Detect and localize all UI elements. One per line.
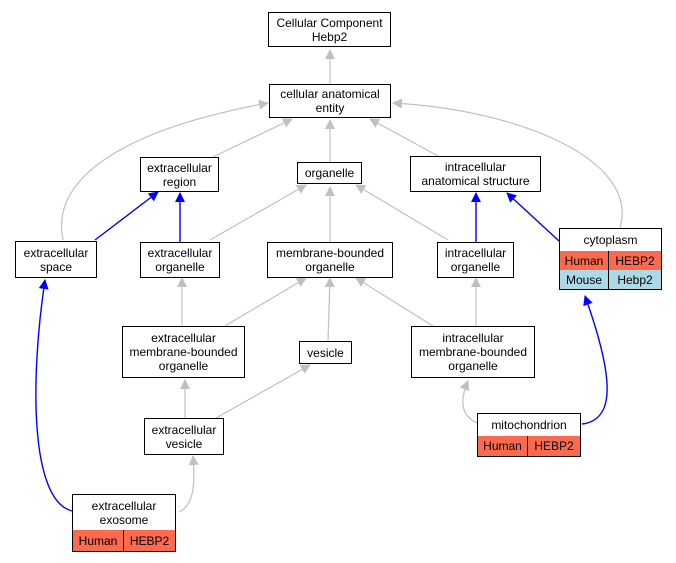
node-extracellular-membrane-bounded-organelle[interactable]: extracellular membrane-bounded organelle <box>122 326 245 378</box>
node-extracellular-vesicle[interactable]: extracellular vesicle <box>144 418 224 455</box>
edge-exspace-cae <box>61 99 269 241</box>
edge-ias-cae <box>369 118 441 158</box>
node-label: cytoplasm <box>583 233 638 247</box>
gene-cell: HEBP2 <box>528 436 581 457</box>
node-label: vesicle <box>307 345 344 360</box>
node-label: cellular anatomical entity <box>280 87 380 115</box>
edge-exmbo-mbo <box>224 277 307 327</box>
node-extracellular-exosome[interactable]: extracellular exosome <box>72 494 176 531</box>
species-cell: Human <box>477 436 528 457</box>
node-label: intracellular anatomical structure <box>421 160 530 188</box>
node-extracellular-organelle[interactable]: extracellular organelle <box>140 242 220 278</box>
gene-cell: HEBP2 <box>124 530 176 552</box>
node-intracellular-membrane-bounded-organelle[interactable]: intracellular membrane-bounded organelle <box>411 326 535 378</box>
edge-exreg-cae <box>212 118 293 158</box>
species-cell: Mouse <box>559 270 609 290</box>
species-cell: Human <box>559 251 609 271</box>
node-mitochondrion[interactable]: mitochondrion <box>477 413 581 437</box>
node-label: membrane-bounded organelle <box>275 246 385 274</box>
node-extracellular-region[interactable]: extracellular region <box>140 157 219 192</box>
edge-mito-inmbo <box>459 380 478 424</box>
node-label: intracellular organelle <box>444 246 507 274</box>
node-label: extracellular membrane-bounded organelle <box>129 331 238 373</box>
node-label: extracellular region <box>147 160 212 189</box>
gene-cell: Hebp2 <box>609 270 662 290</box>
edge-inmbo-mbo <box>355 277 434 327</box>
node-label: mitochondrion <box>491 418 567 432</box>
annotation-row: Human HEBP2 <box>72 530 176 552</box>
edge-exorg-organelle <box>209 184 307 241</box>
edge-exosome-exspace <box>35 279 73 512</box>
edge-mito-cytoplasm <box>581 295 608 425</box>
species-cell: Human <box>72 530 124 552</box>
annotation-row: Human HEBP2 <box>477 436 581 457</box>
node-label: intracellular membrane-bounded organelle <box>418 331 528 373</box>
node-membrane-bounded-organelle[interactable]: membrane-bounded organelle <box>267 242 393 278</box>
annotation-row: Human HEBP2 <box>559 251 662 271</box>
node-cellular-component[interactable]: Cellular Component Hebp2 <box>268 12 391 47</box>
node-vesicle[interactable]: vesicle <box>299 341 352 364</box>
annotation-row: Mouse Hebp2 <box>559 270 662 290</box>
node-extracellular-space[interactable]: extracellular space <box>15 241 97 278</box>
gene-cell: HEBP2 <box>609 251 662 271</box>
node-intracellular-anatomical-structure[interactable]: intracellular anatomical structure <box>410 156 541 192</box>
node-label: extracellular exosome <box>91 498 157 527</box>
node-label: extracellular vesicle <box>151 422 217 451</box>
edge-inorg-organelle <box>355 184 449 241</box>
edge-cytoplasm-cae <box>392 98 623 229</box>
node-label: organelle <box>304 166 355 180</box>
edge-exspace-exreg <box>94 191 159 241</box>
edge-vesicle-mbo <box>324 277 335 342</box>
node-label: Cellular Component Hebp2 <box>276 15 383 44</box>
edge-exves-vesicle <box>215 364 311 419</box>
edge-exosome-exves <box>178 455 199 513</box>
node-label: extracellular space <box>23 245 89 274</box>
edge-cytoplasm-ias <box>506 192 560 242</box>
node-organelle[interactable]: organelle <box>297 162 362 184</box>
node-cellular-anatomical-entity[interactable]: cellular anatomical entity <box>269 84 391 118</box>
node-label: extracellular organelle <box>147 246 213 274</box>
node-intracellular-organelle[interactable]: intracellular organelle <box>437 242 514 278</box>
node-cytoplasm[interactable]: cytoplasm <box>559 228 662 252</box>
